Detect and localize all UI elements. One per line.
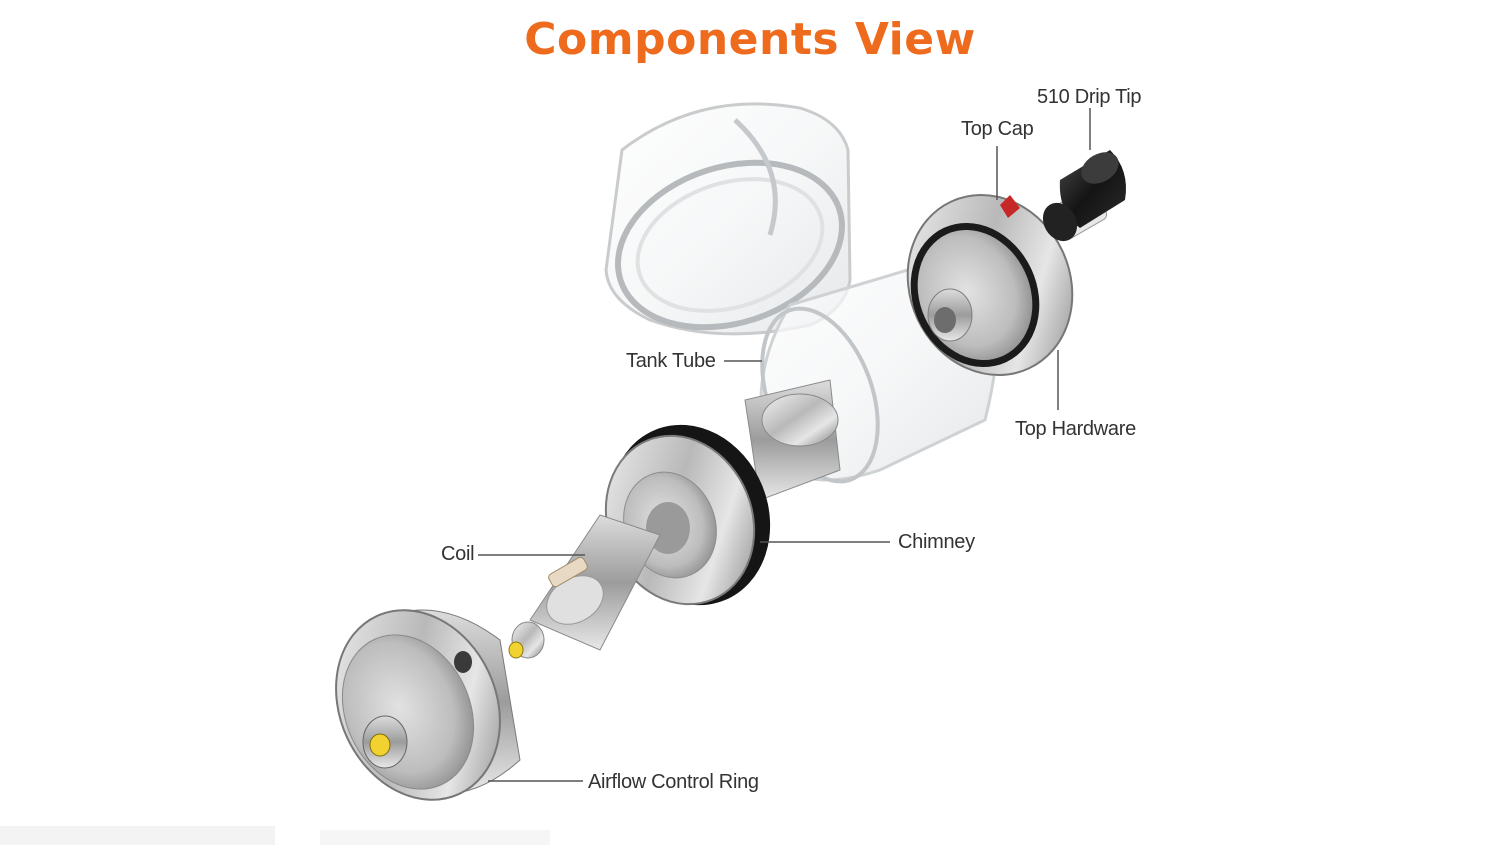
label-coil: Coil (441, 543, 475, 565)
top-cap-fill-indicator (1000, 195, 1020, 218)
top-hardware (906, 194, 1074, 376)
label-drip-tip: 510 Drip Tip (1037, 86, 1142, 108)
coil (508, 514, 661, 659)
label-top-hardware: Top Hardware (1015, 418, 1136, 440)
label-airflow-ring: Airflow Control Ring (588, 771, 759, 793)
label-chimney: Chimney (898, 531, 975, 553)
airflow-control-ring (335, 609, 521, 801)
drip-tip (1042, 150, 1126, 242)
label-top-cap: Top Cap (961, 118, 1034, 140)
bottom-shadow-band (0, 826, 275, 845)
bottom-shadow-band (320, 830, 550, 845)
page-title: Components View (524, 14, 976, 65)
leader-lines (478, 108, 1091, 782)
label-tank-tube: Tank Tube (626, 350, 716, 372)
